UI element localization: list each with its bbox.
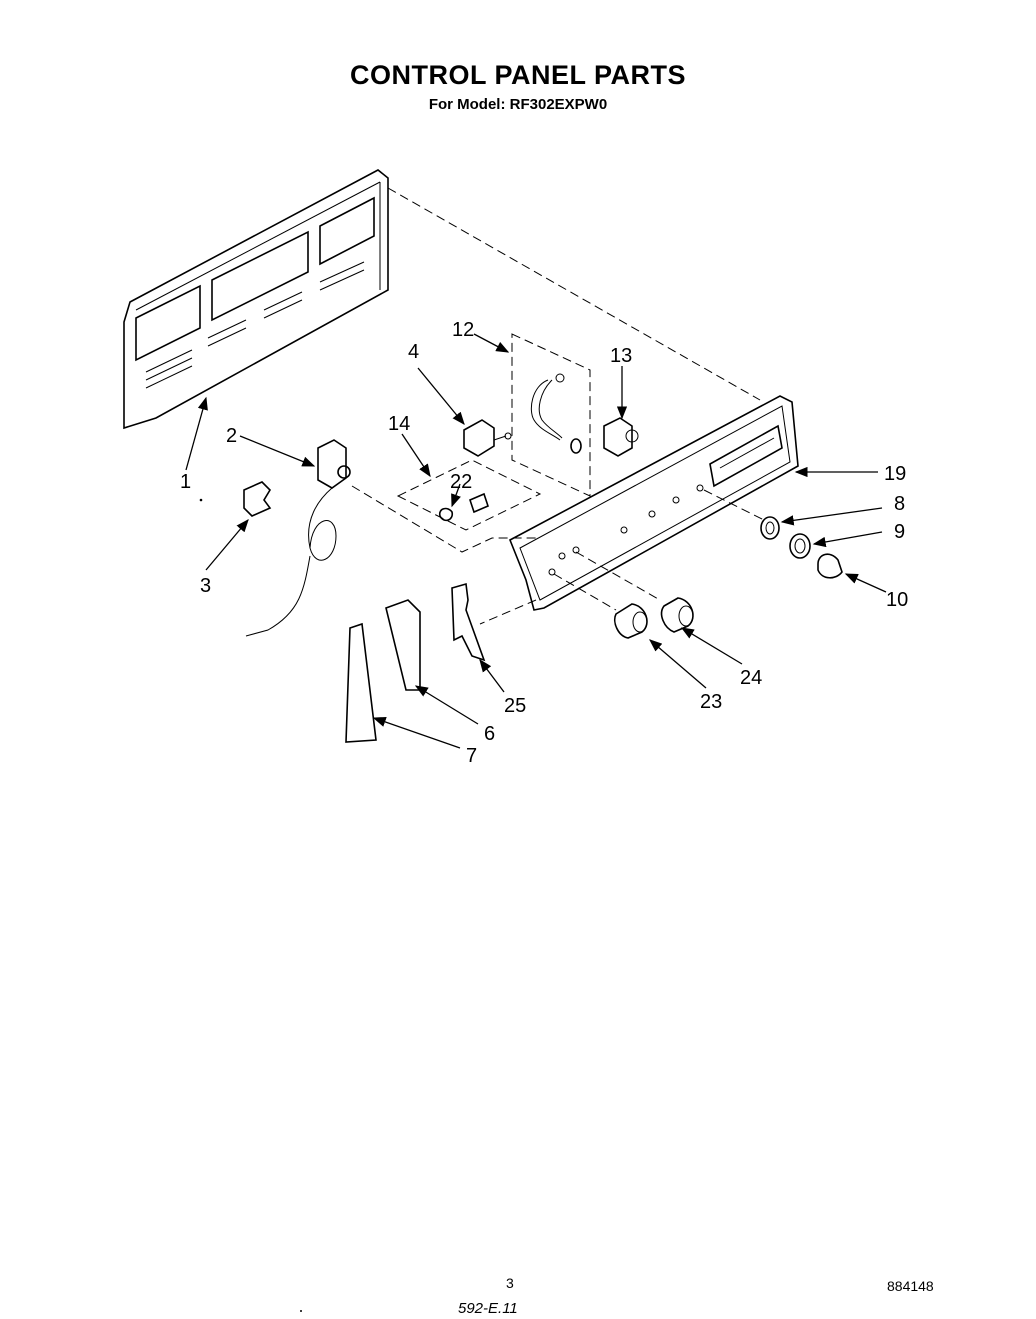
leader-arrow <box>372 716 461 749</box>
switch-part <box>603 417 639 457</box>
callout-23: 23 <box>700 691 722 713</box>
leader-arrow <box>780 507 883 526</box>
wire-harness-part <box>511 333 591 497</box>
leader-arrow <box>205 519 249 571</box>
side-trim-part <box>345 622 377 743</box>
callout-9: 9 <box>894 521 905 543</box>
callout-19: 19 <box>884 463 906 485</box>
burner-knob-part <box>613 603 648 639</box>
switch-with-cord-part <box>245 439 351 637</box>
page-number: 3 <box>506 1275 514 1291</box>
assembly-guide-line <box>351 485 540 553</box>
assembly-guide-line <box>479 599 537 625</box>
leader-arrow <box>414 685 479 725</box>
knob-bezel-part <box>789 533 811 559</box>
stray-mark <box>300 1310 302 1312</box>
leader-arrow <box>239 435 316 467</box>
callout-7: 7 <box>466 745 477 767</box>
leader-arrow <box>844 573 887 593</box>
assembly-guide-line <box>703 489 765 521</box>
leader-arrow <box>649 639 707 689</box>
leader-arrow <box>473 333 510 353</box>
support-part <box>385 599 421 691</box>
stray-mark <box>199 498 203 502</box>
callout-4: 4 <box>408 341 419 363</box>
callout-14: 14 <box>388 413 410 435</box>
leader-arrow <box>417 367 465 426</box>
callout-10: 10 <box>886 589 908 611</box>
model-subtitle: For Model: RF302EXPW0 <box>428 96 608 113</box>
leader-arrow <box>680 627 743 665</box>
knob-part <box>817 553 843 579</box>
document-number: 884148 <box>887 1278 934 1294</box>
control-panel-part <box>508 395 799 611</box>
bracket-part <box>451 582 486 662</box>
callout-6: 6 <box>484 723 495 745</box>
leader-arrow <box>451 483 461 508</box>
callout-8: 8 <box>894 493 905 515</box>
assembly-guide-line <box>387 187 761 401</box>
burner-knob-part <box>660 597 694 633</box>
leader-arrow <box>479 658 505 693</box>
knob-spring-part <box>760 516 780 540</box>
callout-3: 3 <box>200 575 211 597</box>
leader-arrow <box>185 396 208 471</box>
callout-22: 22 <box>450 471 472 493</box>
mounting-plate-kit-part <box>396 459 542 531</box>
callout-2: 2 <box>226 425 237 447</box>
clip-part <box>243 481 272 517</box>
callout-13: 13 <box>610 345 632 367</box>
switch-part <box>463 419 512 457</box>
callout-12: 12 <box>452 319 474 341</box>
callout-1: 1 <box>180 471 191 493</box>
leader-arrow <box>812 531 883 548</box>
callout-25: 25 <box>504 695 526 717</box>
callout-24: 24 <box>740 667 762 689</box>
backguard-panel-part <box>123 169 389 430</box>
leader-arrow <box>401 433 431 478</box>
assembly-guide-line <box>553 573 617 611</box>
assembly-guide-line <box>575 551 661 601</box>
page-title: CONTROL PANEL PARTS <box>349 60 687 90</box>
handwritten-note: 592-E.11 <box>458 1300 518 1317</box>
